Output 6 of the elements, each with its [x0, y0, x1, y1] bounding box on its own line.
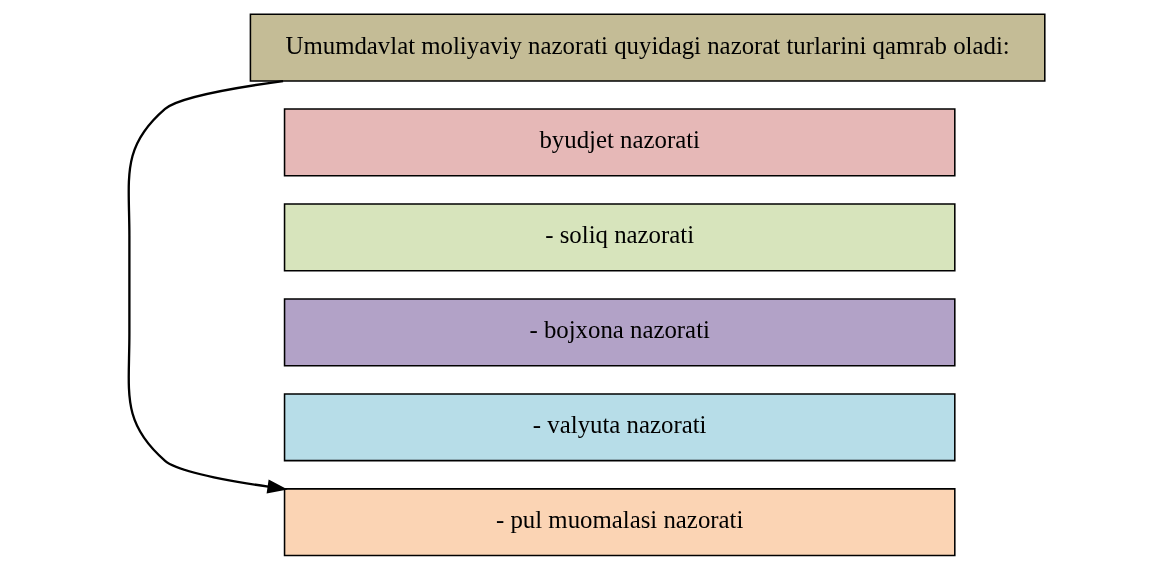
- node-box: - valyuta nazorati: [283, 393, 956, 462]
- node-box: Umumdavlat moliyaviy nazorati quyidagi nazorat turlarini qamrab oladi:: [249, 13, 1046, 82]
- node-box: - pul muomalasi nazorati: [283, 488, 956, 557]
- node-box: - bojxona nazorati: [283, 298, 956, 367]
- node-box: - soliq nazorati: [283, 203, 956, 272]
- node-box: byudjet nazorati: [283, 108, 956, 177]
